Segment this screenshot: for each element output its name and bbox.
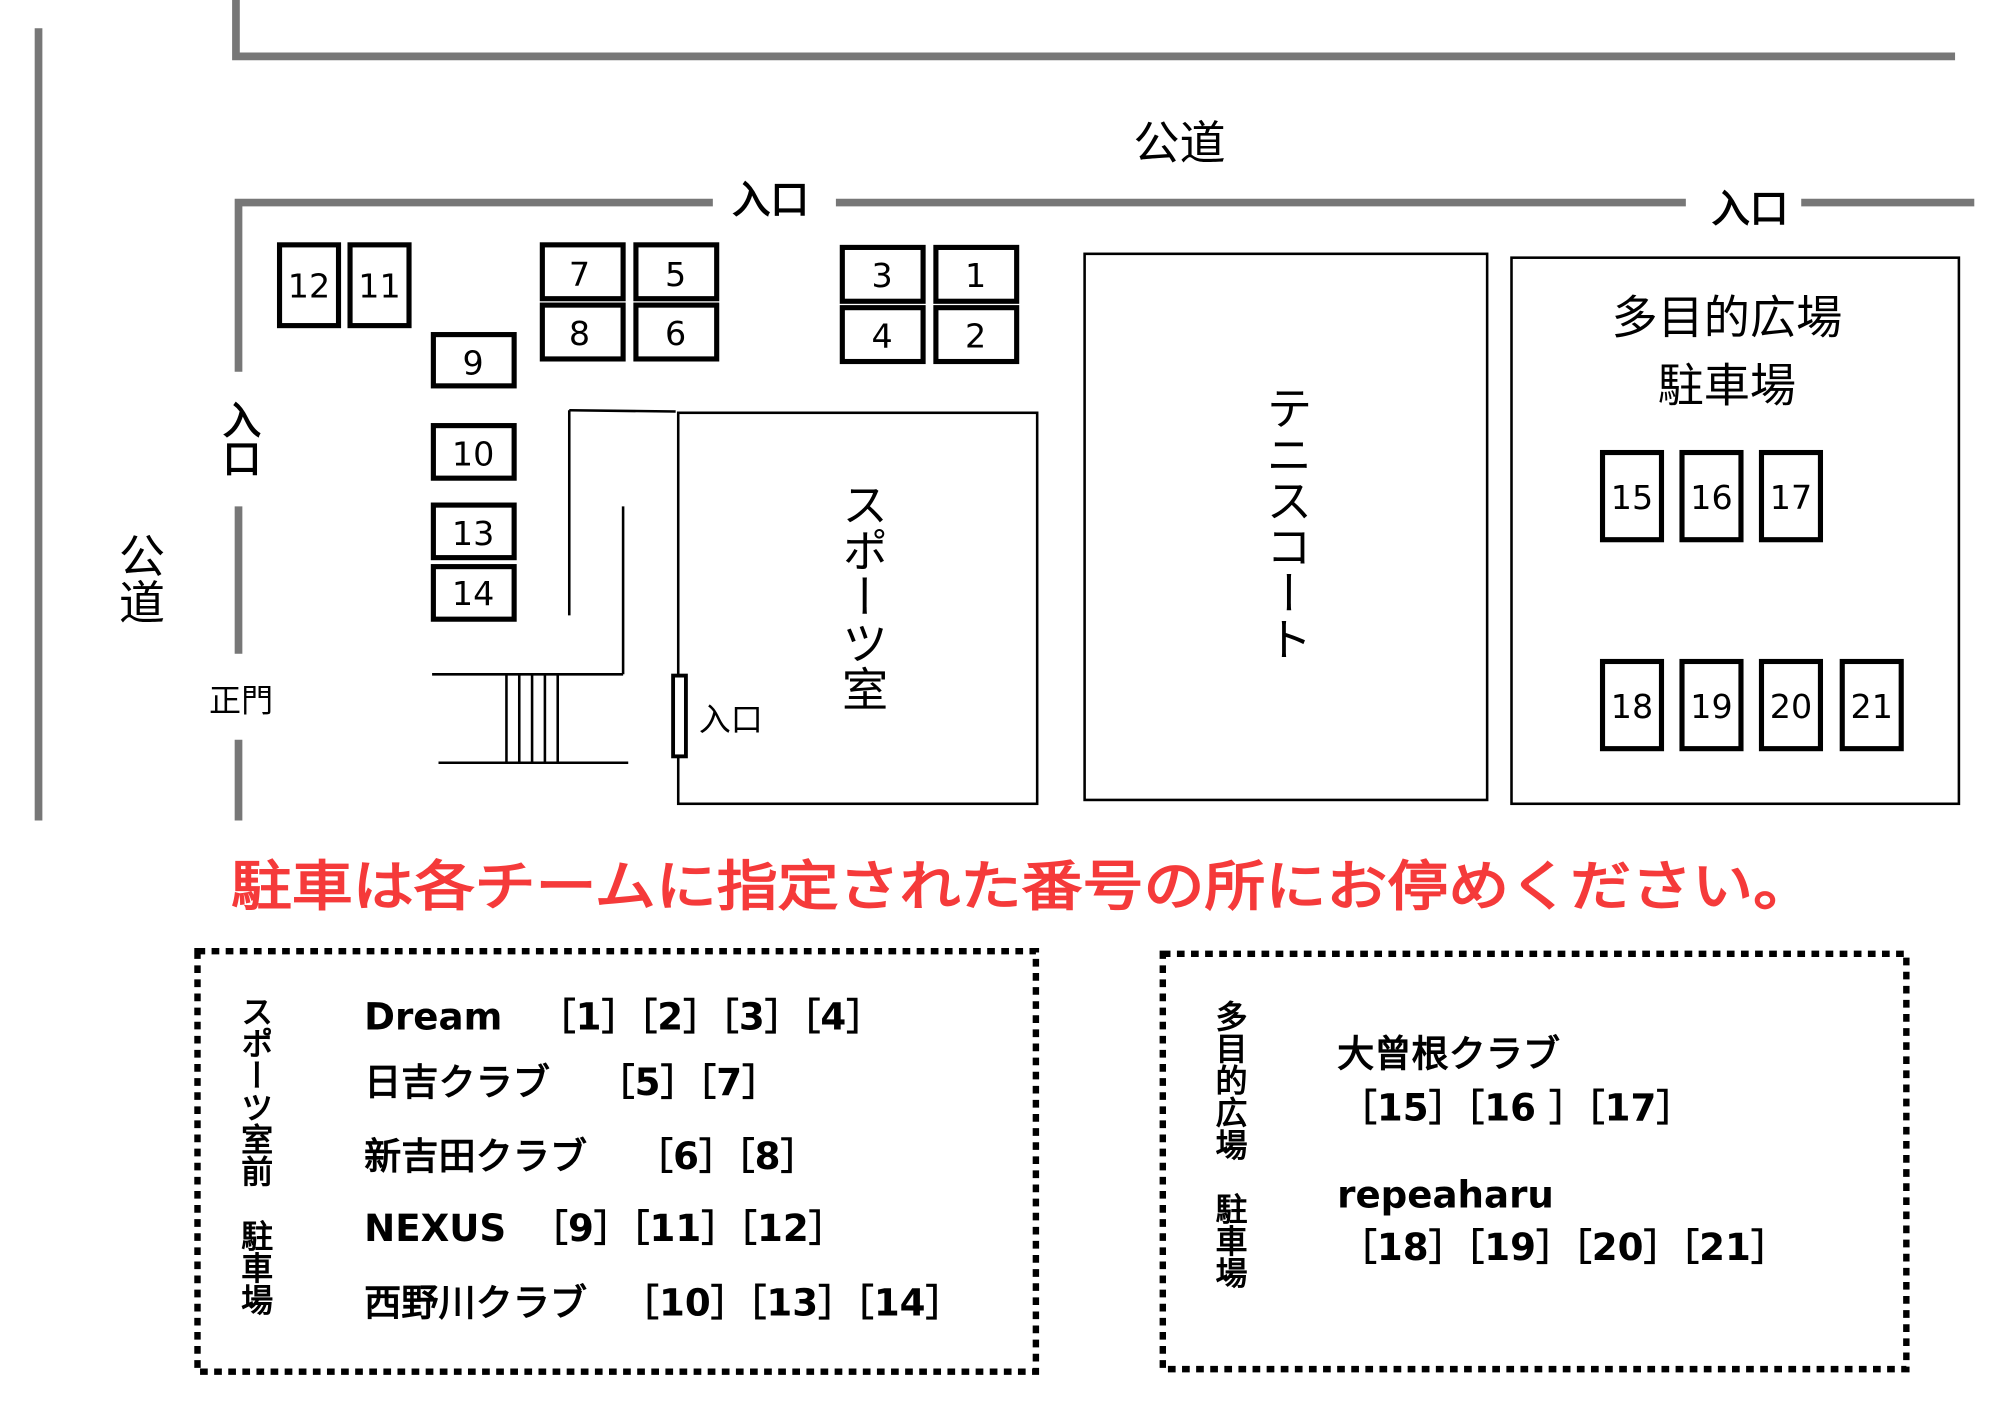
multipurpose-plaza — [1510, 256, 1961, 806]
legend-spots: ［9］［11］［12］ — [531, 1206, 846, 1250]
sports-room-building — [676, 411, 1039, 806]
legend-team: NEXUS — [364, 1206, 506, 1250]
walkways — [432, 408, 676, 765]
svg-text:21: 21 — [1851, 687, 1893, 726]
legend-team: 大曾根クラブ — [1337, 1032, 1560, 1076]
svg-text:2: 2 — [965, 316, 986, 355]
parking-spot-12: 12 — [276, 242, 342, 329]
sports-room-entrance-label: 入口 — [699, 701, 763, 739]
public-road-label-left: 公道 — [112, 532, 166, 624]
legend-team: 西野川クラブ — [364, 1280, 587, 1324]
parking-spot-18: 18 — [1599, 658, 1665, 752]
parking-notice: 駐車は各チームに指定された番号の所にお停めください。 — [231, 855, 1814, 918]
svg-text:4: 4 — [871, 316, 892, 355]
legend-multi-title: 多目的広場 駐車場 — [1210, 1000, 1248, 1290]
parking-spot-10: 10 — [430, 423, 517, 481]
main-gate-label: 正門 — [209, 681, 273, 719]
parking-spot-11: 11 — [347, 242, 412, 329]
parking-spot-2: 2 — [933, 305, 1020, 365]
svg-text:7: 7 — [569, 255, 590, 294]
parking-spot-7: 7 — [539, 242, 626, 302]
parking-spot-6: 6 — [633, 302, 720, 362]
svg-text:15: 15 — [1611, 478, 1653, 517]
parking-spot-8: 8 — [539, 302, 626, 362]
svg-text:14: 14 — [452, 574, 494, 613]
legend-spots: ［15］［16 ］［17］ — [1340, 1085, 1694, 1129]
svg-text:5: 5 — [665, 255, 686, 294]
parking-spot-19: 19 — [1679, 658, 1744, 752]
svg-text:9: 9 — [463, 343, 484, 382]
roads — [34, 0, 1975, 821]
multipurpose-parking-label: 駐車場 — [1658, 358, 1796, 412]
parking-spot-5: 5 — [633, 242, 720, 302]
svg-text:19: 19 — [1690, 687, 1732, 726]
svg-text:11: 11 — [358, 266, 400, 305]
legend-sports-title: スポーツ室前 駐車場 — [236, 995, 274, 1317]
legend-team: Dream — [364, 994, 502, 1038]
sports-room-label: スポーツ室 — [835, 481, 889, 712]
multipurpose-plaza-label: 多目的広場 — [1612, 290, 1843, 344]
legend-team: 新吉田クラブ — [364, 1134, 587, 1178]
parking-spot-3: 3 — [839, 244, 926, 304]
tennis-court-label: テニスコート — [1259, 385, 1313, 662]
parking-spot-4: 4 — [839, 305, 926, 365]
svg-text:13: 13 — [452, 514, 494, 553]
stairs — [505, 674, 560, 763]
svg-text:8: 8 — [569, 314, 590, 353]
legend-sports-room: スポーツ室前 駐車場 Dream ［1］［2］［3］［4］ 日吉クラブ ［5］［… — [194, 948, 1040, 1375]
svg-text:6: 6 — [665, 314, 686, 353]
entrance-label-top: 入口 — [732, 178, 809, 223]
parking-spot-21: 21 — [1839, 658, 1904, 752]
legend-spots: ［1］［2］［3］［4］ — [538, 994, 883, 1038]
entrance-label-left: 入口 — [216, 400, 261, 477]
sports-room-door — [671, 673, 688, 759]
svg-text:16: 16 — [1690, 478, 1732, 517]
parking-spot-13: 13 — [430, 502, 517, 561]
legend-team: repeaharu — [1337, 1173, 1554, 1217]
svg-text:20: 20 — [1770, 687, 1812, 726]
parking-spot-9: 9 — [430, 332, 517, 389]
public-road-label-top: 公道 — [1133, 116, 1225, 170]
parking-spot-20: 20 — [1758, 658, 1824, 752]
parking-spot-15: 15 — [1599, 449, 1665, 543]
parking-spot-16: 16 — [1679, 449, 1744, 543]
legend-multipurpose: 多目的広場 駐車場 大曾根クラブ ［15］［16 ］［17］ repeaharu… — [1159, 950, 1910, 1373]
entrance-label-right: 入口 — [1712, 187, 1789, 232]
parking-spot-1: 1 — [933, 244, 1020, 304]
svg-text:18: 18 — [1611, 687, 1653, 726]
legend-spots: ［10］［13］［14］ — [622, 1280, 963, 1324]
svg-text:17: 17 — [1770, 478, 1812, 517]
road-line — [232, 0, 1956, 61]
parking-spot-17: 17 — [1758, 449, 1824, 543]
svg-text:10: 10 — [452, 434, 494, 473]
svg-text:12: 12 — [288, 266, 330, 305]
legend-spots: ［18］［19］［20］［21］ — [1340, 1225, 1788, 1269]
parking-spots: 12 11 9 10 13 14 7 5 8 6 3 1 4 2 15 16 1… — [276, 242, 1904, 752]
svg-text:3: 3 — [871, 256, 892, 295]
tennis-court — [1083, 252, 1489, 802]
legend-team: 日吉クラブ — [364, 1060, 550, 1104]
legend-spots: ［5］［7］ — [597, 1060, 779, 1104]
legend-spots: ［6］［8］ — [636, 1134, 818, 1178]
road-line — [234, 198, 713, 372]
parking-spot-14: 14 — [430, 564, 517, 622]
svg-text:1: 1 — [965, 256, 986, 295]
